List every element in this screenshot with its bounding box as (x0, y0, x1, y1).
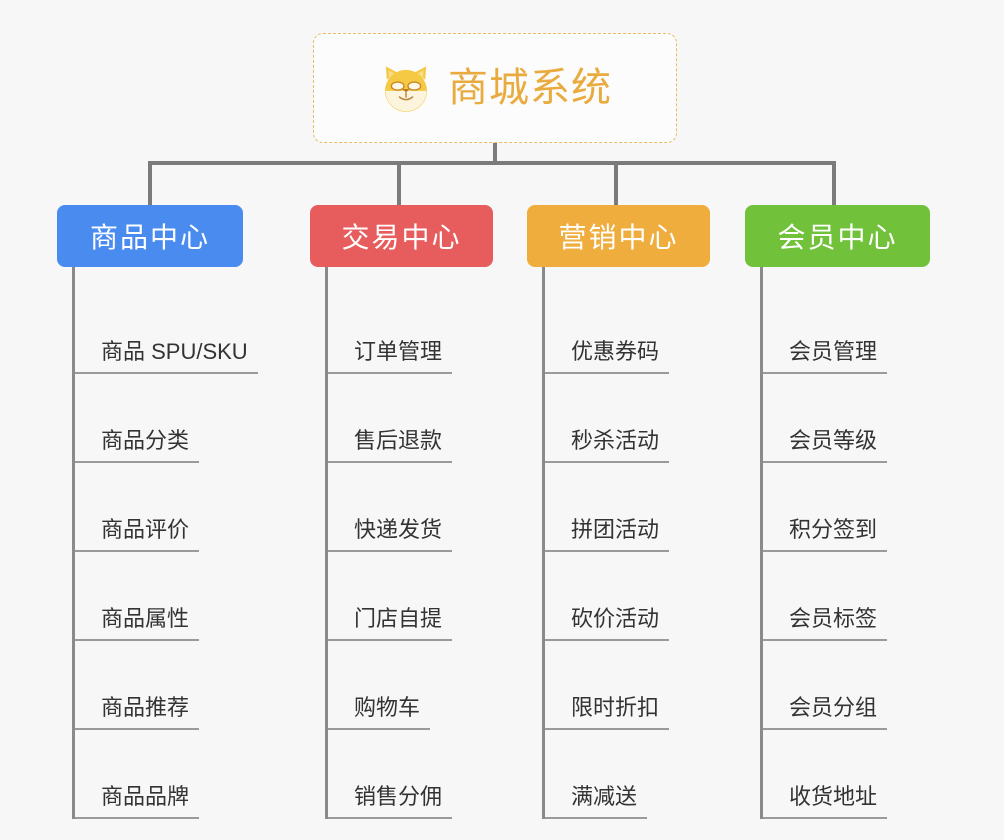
list-item[interactable]: 满减送 (545, 730, 710, 819)
list-item[interactable]: 订单管理 (328, 285, 493, 374)
leaf-item-label: 售后退款 (328, 430, 453, 463)
leaf-item-label: 快递发货 (328, 519, 453, 552)
leaf-item-label: 购物车 (328, 697, 431, 730)
list-item[interactable]: 商品推荐 (75, 641, 243, 730)
list-item[interactable]: 商品品牌 (75, 730, 243, 819)
leaf-item-label: 秒杀活动 (545, 430, 670, 463)
leaf-item-label: 订单管理 (328, 341, 453, 374)
connector-drop-3 (614, 161, 618, 207)
category-column-3: 营销中心优惠券码秒杀活动拼团活动砍价活动限时折扣满减送 (527, 205, 710, 819)
leaf-item-label: 积分签到 (763, 519, 888, 552)
list-item[interactable]: 积分签到 (763, 463, 930, 552)
list-item[interactable]: 售后退款 (328, 374, 493, 463)
list-item[interactable]: 销售分佣 (328, 730, 493, 819)
list-item[interactable]: 砍价活动 (545, 552, 710, 641)
category-column-4: 会员中心会员管理会员等级积分签到会员标签会员分组收货地址 (745, 205, 930, 819)
leaf-item-label: 优惠券码 (545, 341, 670, 374)
list-item[interactable]: 门店自提 (328, 552, 493, 641)
list-item[interactable]: 会员标签 (763, 552, 930, 641)
list-item[interactable]: 会员等级 (763, 374, 930, 463)
list-item[interactable]: 商品分类 (75, 374, 243, 463)
leaf-item-label: 门店自提 (328, 608, 453, 641)
list-item[interactable]: 会员分组 (763, 641, 930, 730)
leaf-item-label: 商品分类 (75, 430, 200, 463)
connector-horizontal-bus (148, 161, 836, 165)
list-item[interactable]: 收货地址 (763, 730, 930, 819)
leaf-list: 订单管理售后退款快递发货门店自提购物车销售分佣 (325, 267, 493, 819)
list-item[interactable]: 快递发货 (328, 463, 493, 552)
category-header[interactable]: 交易中心 (310, 205, 493, 267)
leaf-item-label: 商品 SPU/SKU (75, 341, 258, 374)
leaf-item-label: 商品属性 (75, 608, 200, 641)
category-column-1: 商品中心商品 SPU/SKU 商品分类商品评价商品属性商品推荐商品品牌 (57, 205, 258, 819)
leaf-item-label: 会员管理 (763, 341, 888, 374)
leaf-list: 优惠券码秒杀活动拼团活动砍价活动限时折扣满减送 (542, 267, 710, 819)
connector-root-stem (493, 143, 497, 165)
list-item[interactable]: 商品属性 (75, 552, 243, 641)
category-header[interactable]: 营销中心 (527, 205, 710, 267)
list-item[interactable]: 拼团活动 (545, 463, 710, 552)
leaf-item-label: 销售分佣 (328, 786, 453, 819)
category-header[interactable]: 商品中心 (57, 205, 243, 267)
leaf-item-label: 会员分组 (763, 697, 888, 730)
leaf-list: 会员管理会员等级积分签到会员标签会员分组收货地址 (760, 267, 930, 819)
list-item[interactable]: 秒杀活动 (545, 374, 710, 463)
list-item[interactable]: 优惠券码 (545, 285, 710, 374)
leaf-item-label: 拼团活动 (545, 519, 670, 552)
list-item[interactable]: 商品 SPU/SKU (75, 285, 258, 374)
category-column-2: 交易中心订单管理售后退款快递发货门店自提购物车销售分佣 (310, 205, 493, 819)
connector-drop-1 (148, 161, 152, 207)
leaf-item-label: 满减送 (545, 786, 648, 819)
connector-drop-4 (832, 161, 836, 207)
root-node-row: 商城系统 (0, 0, 1004, 145)
root-node[interactable]: 商城系统 (313, 33, 677, 143)
leaf-item-label: 商品评价 (75, 519, 200, 552)
category-header[interactable]: 会员中心 (745, 205, 930, 267)
leaf-item-label: 会员等级 (763, 430, 888, 463)
page-title: 商城系统 (448, 66, 612, 110)
shiba-dog-icon (378, 62, 434, 118)
leaf-list: 商品 SPU/SKU 商品分类商品评价商品属性商品推荐商品品牌 (72, 267, 258, 819)
connector-drop-2 (397, 161, 401, 207)
leaf-item-label: 限时折扣 (545, 697, 670, 730)
list-item[interactable]: 购物车 (328, 641, 493, 730)
list-item[interactable]: 会员管理 (763, 285, 930, 374)
leaf-item-label: 收货地址 (763, 786, 888, 819)
leaf-item-label: 会员标签 (763, 608, 888, 641)
leaf-item-label: 砍价活动 (545, 608, 670, 641)
list-item[interactable]: 限时折扣 (545, 641, 710, 730)
list-item[interactable]: 商品评价 (75, 463, 243, 552)
leaf-item-label: 商品品牌 (75, 786, 200, 819)
leaf-item-label: 商品推荐 (75, 697, 200, 730)
